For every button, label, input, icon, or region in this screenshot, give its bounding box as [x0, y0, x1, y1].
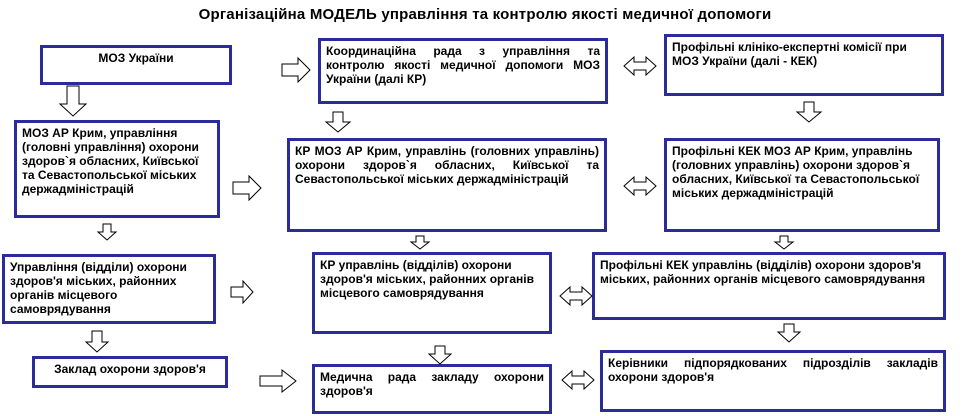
healthcare-facility-box: Заклад охорони здоров'я [32, 356, 228, 388]
moz-ukraine-box: МОЗ України [40, 45, 232, 85]
right-arrow-icon [281, 56, 311, 84]
down-arrow-icon [96, 223, 118, 241]
down-arrow-icon [58, 85, 88, 117]
unit-heads-box: Керівники підпорядкованих підрозділів за… [600, 350, 946, 412]
local-expert-commissions-box: Профільні КЕК управлінь (відділів) охоро… [592, 252, 946, 320]
double-arrow-icon [559, 285, 593, 307]
down-arrow-icon [409, 235, 431, 250]
coordination-council-box: Координаційна рада з управління та контр… [318, 38, 608, 104]
regional-expert-commissions-box: Профільні КЕК МОЗ АР Крим, управлінь (го… [664, 138, 940, 232]
regional-council-box: КР МОЗ АР Крим, управлінь (головних упра… [287, 138, 607, 232]
right-arrow-icon [232, 174, 262, 202]
double-arrow-icon [561, 369, 595, 391]
right-arrow-icon [259, 368, 297, 394]
down-arrow-icon [776, 323, 802, 343]
expert-commissions-box: Профільні клініко-експертні комісії при … [664, 34, 944, 96]
double-arrow-icon [623, 55, 657, 77]
down-arrow-icon [84, 330, 110, 353]
down-arrow-icon [773, 235, 795, 250]
down-arrow-icon [427, 345, 453, 365]
double-arrow-icon [623, 175, 657, 197]
down-arrow-icon [795, 101, 823, 123]
local-administration-box: Управління (відділи) охорони здоров'я мі… [2, 254, 216, 324]
right-arrow-icon [230, 279, 254, 305]
medical-council-box: Медична рада закладу охорони здоров'я [312, 364, 552, 414]
regional-administration-box: МОЗ АР Крим, управління (головні управлі… [14, 120, 220, 218]
local-council-box: КР управлінь (відділів) охорони здоров'я… [312, 252, 552, 334]
diagram-title: Організаційна МОДЕЛЬ управління та контр… [198, 6, 772, 23]
down-arrow-icon [324, 111, 352, 133]
